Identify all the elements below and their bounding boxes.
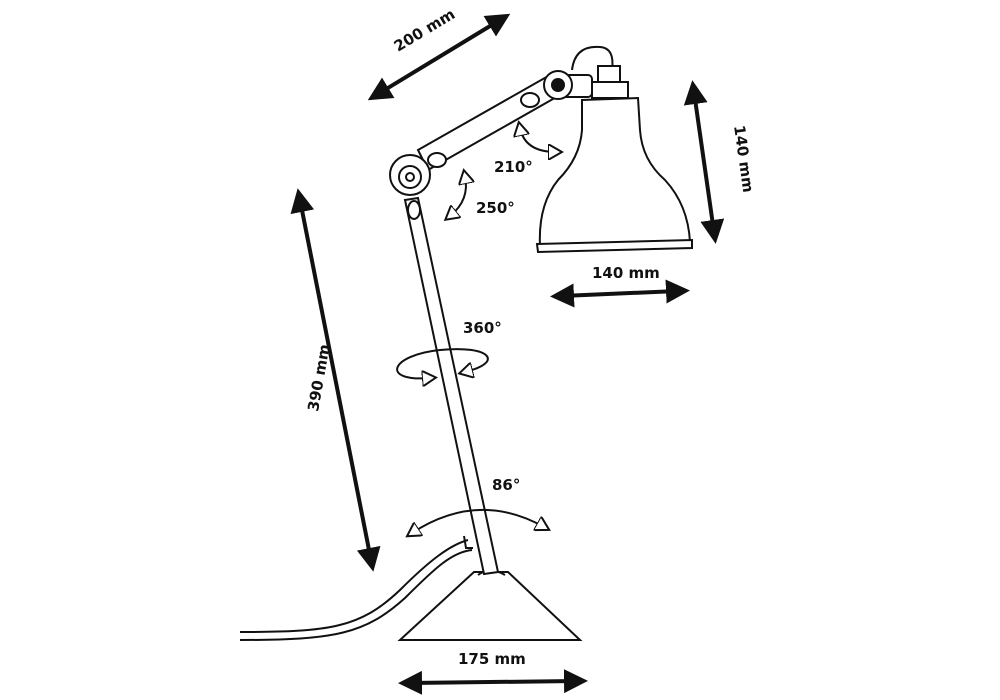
elbow-rotation-label: 250° <box>476 199 515 217</box>
shade-rim <box>535 238 693 254</box>
shade-diameter-label: 140 mm <box>592 264 660 282</box>
elbow-joint <box>389 154 431 196</box>
lamp-pole <box>403 196 500 576</box>
pole-shaft <box>403 196 500 576</box>
power-cable <box>239 539 469 633</box>
shade-height-arrow <box>683 80 725 244</box>
shade-body <box>538 96 692 248</box>
head-knob-center <box>551 78 565 92</box>
swivel-rotation-label: 360° <box>463 319 502 337</box>
arm-length-arrow <box>367 13 511 101</box>
head-joint <box>543 45 614 100</box>
power-cable-outline <box>239 549 473 641</box>
arm-length-label: 200 mm <box>391 5 458 55</box>
arm-rivet <box>520 92 540 108</box>
shade-height-label: 140 mm <box>730 124 757 194</box>
lamp-height-arrow <box>290 188 381 572</box>
socket-collar <box>591 81 629 99</box>
elbow-joint-pin <box>405 172 415 182</box>
cable-entry <box>463 535 473 549</box>
swivel-rotation-arrow <box>396 348 489 378</box>
base-tilt-label: 86° <box>492 476 520 494</box>
shade-rotation-arrow <box>520 128 556 152</box>
arm-rivet <box>427 152 447 168</box>
head-cable-loop <box>571 45 614 71</box>
lamp-base <box>397 571 583 641</box>
socket-top <box>597 65 621 83</box>
base-diameter-label: 175 mm <box>458 650 526 668</box>
shade-diameter-arrow <box>550 279 690 308</box>
pole-rivet <box>407 200 421 220</box>
shade-rotation-label: 210° <box>494 158 533 176</box>
lamp-height-label: 390 mm <box>304 343 333 413</box>
base-tilt-arrow <box>412 508 544 533</box>
lamp-shade <box>535 65 693 254</box>
elbow-rotation-arrow <box>450 176 466 216</box>
base-diameter-arrow <box>398 669 588 695</box>
